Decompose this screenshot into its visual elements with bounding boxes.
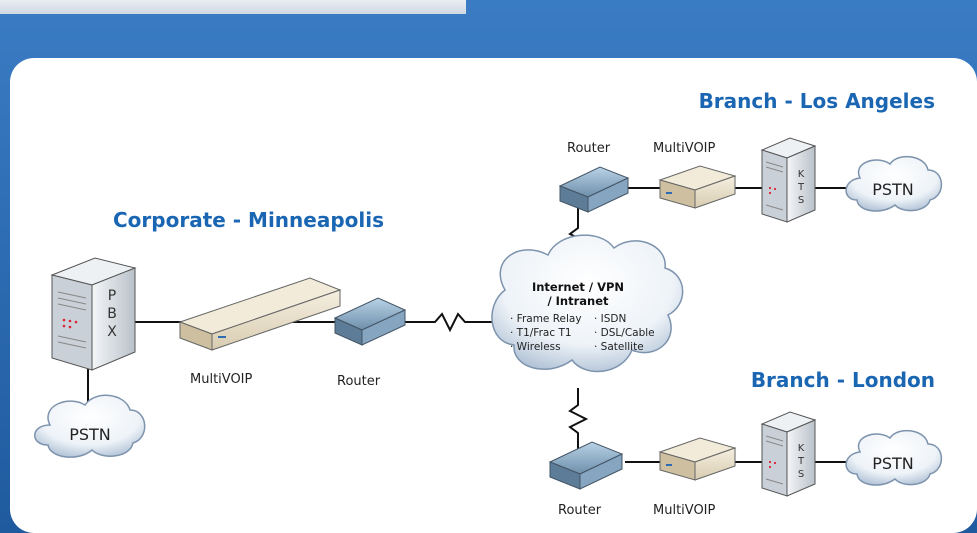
pstn-cloud-corporate	[34, 394, 146, 458]
cloud-item-satellite: · Satellite	[594, 341, 644, 353]
pbx-letter-2: B	[107, 306, 117, 322]
multivoip-corporate	[178, 277, 342, 351]
kts-la-letter-2: T	[797, 182, 805, 193]
cloud-item-wireless: · Wireless	[510, 341, 561, 353]
router-london	[548, 441, 624, 490]
cloud-item-isdn: · ISDN	[594, 313, 626, 325]
label-pstn-corporate: PSTN	[69, 425, 111, 444]
label-router-la: Router	[567, 141, 611, 156]
router-corporate	[333, 297, 407, 346]
pbx-status-leds	[62, 318, 78, 329]
link-cloud-router-london	[568, 388, 589, 450]
link-router-cloud	[405, 312, 500, 333]
region-title-corporate: Corporate - Minneapolis	[113, 208, 384, 232]
kts-server-london: K T S	[760, 411, 817, 497]
kts-server-la: K T S	[760, 137, 817, 223]
cloud-item-dsl: · DSL/Cable	[594, 327, 655, 339]
label-multivoip-corporate: MultiVOIP	[190, 372, 253, 387]
pbx-letter-1: P	[108, 288, 116, 304]
label-pstn-london: PSTN	[872, 454, 914, 473]
cloud-title-line2: / Intranet	[547, 294, 609, 308]
multivoip-la	[658, 165, 737, 209]
pbx-letter-3: X	[107, 324, 117, 340]
multivoip-london	[658, 437, 737, 481]
kts-la-letter-3: S	[798, 195, 804, 206]
label-multivoip-la: MultiVOIP	[653, 141, 716, 156]
kts-la-letter-1: K	[798, 169, 805, 180]
pstn-cloud-london	[845, 429, 943, 486]
pbx-server: P B X	[50, 257, 137, 371]
label-multivoip-london: MultiVOIP	[653, 503, 716, 518]
router-la	[558, 166, 630, 213]
label-router-london: Router	[558, 503, 602, 518]
pstn-cloud-la	[845, 155, 943, 212]
kts-london-letter-3: S	[798, 469, 804, 480]
region-title-los-angeles: Branch - Los Angeles	[699, 89, 935, 113]
cloud-item-frame-relay: · Frame Relay	[510, 313, 582, 325]
region-title-london: Branch - London	[751, 368, 935, 392]
cloud-title-line1: Internet / VPN	[532, 280, 624, 294]
label-pstn-la: PSTN	[872, 180, 914, 199]
label-router-corporate: Router	[337, 374, 381, 389]
kts-london-letter-2: T	[797, 456, 805, 467]
cloud-item-t1: · T1/Frac T1	[510, 327, 572, 339]
kts-london-letter-1: K	[798, 443, 805, 454]
internet-cloud	[491, 234, 684, 373]
top-tab	[0, 0, 466, 14]
